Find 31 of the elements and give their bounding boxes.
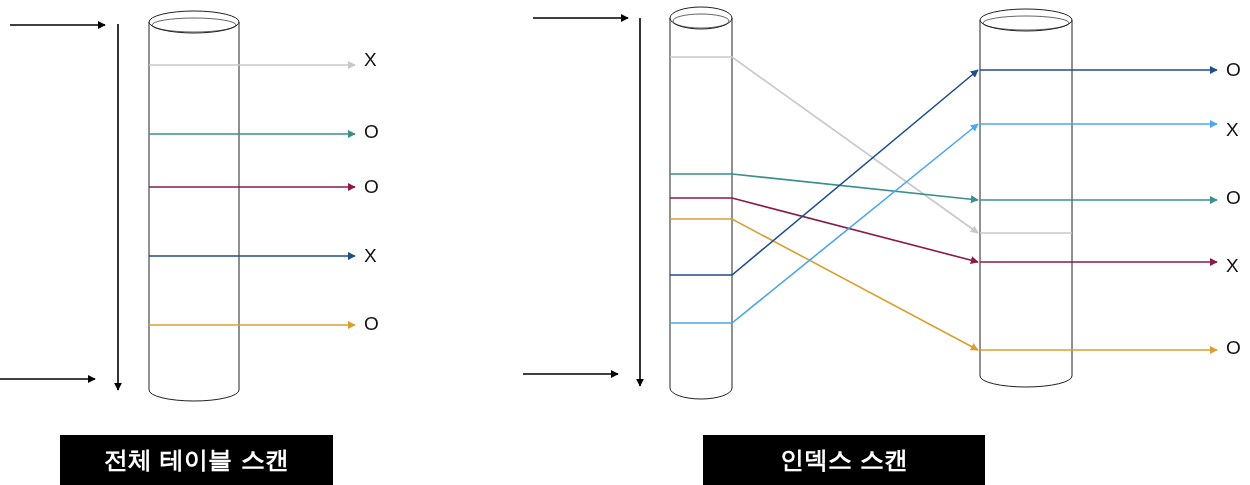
table-cylinder [669, 6, 733, 400]
arrow [979, 196, 1218, 204]
table-cylinder [148, 10, 240, 402]
arrow [148, 61, 356, 69]
result-mark: O [364, 312, 386, 336]
caption-label: 전체 테이블 스캔 [60, 435, 333, 485]
arrow [669, 56, 979, 234]
arrow [669, 69, 979, 276]
result-mark: O [1226, 58, 1248, 82]
arrow [979, 258, 1218, 266]
result-mark: X [1226, 254, 1248, 278]
arrow [148, 183, 356, 191]
arrow [148, 130, 356, 138]
result-mark: O [1226, 186, 1248, 210]
result-mark: X [364, 244, 386, 268]
arrow [669, 197, 979, 265]
arrow [669, 173, 979, 204]
arrow [148, 252, 356, 260]
arrow [979, 66, 1218, 74]
result-mark: O [364, 175, 386, 199]
table-cylinder [979, 8, 1073, 388]
caption-label: 인덱스 스캔 [703, 435, 985, 485]
arrow [979, 346, 1218, 354]
result-mark: O [364, 120, 386, 144]
arrow [148, 321, 356, 329]
arrow [979, 120, 1218, 128]
result-mark: X [1226, 118, 1248, 142]
arrow [669, 218, 979, 351]
result-mark: X [364, 48, 386, 72]
result-mark: O [1226, 336, 1248, 360]
arrow [669, 123, 979, 324]
